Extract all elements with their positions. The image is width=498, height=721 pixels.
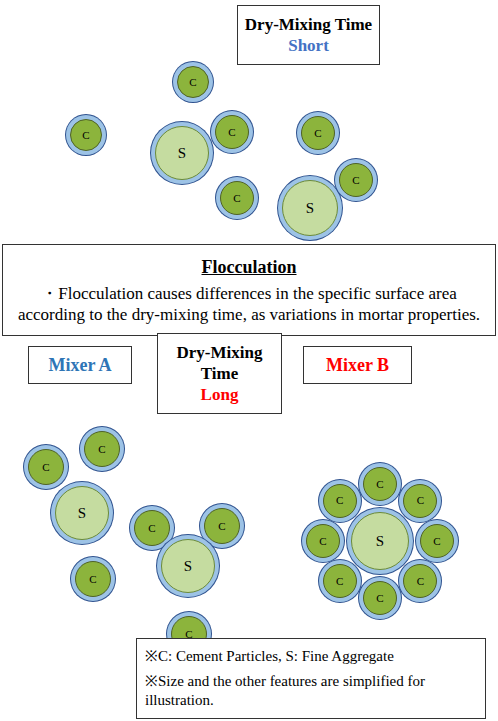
text-box: ※C: Cement Particles, S: Fine Aggregate ※… [136, 638, 486, 719]
particle-label: C [433, 536, 440, 547]
cement-particle: C [323, 564, 357, 598]
cement-particle: C [215, 115, 249, 149]
cement-particle: C [28, 449, 64, 485]
aggregate-particle: S [55, 486, 109, 540]
box-heading: ※C: Cement Particles, S: Fine Aggregate [145, 647, 477, 666]
particle-label: C [314, 128, 321, 139]
box-heading: Mixer B [308, 354, 407, 376]
box-text: Short [242, 35, 375, 56]
particle-label: S [306, 201, 314, 216]
aggregate-particle: S [282, 180, 338, 236]
particle-label: C [376, 593, 383, 604]
particle-label: C [89, 574, 96, 585]
aggregate-particle: S [351, 512, 409, 570]
box-text: ・Flocculation causes differences in the … [11, 283, 487, 325]
particle-label: C [82, 130, 89, 141]
particle-label: S [78, 506, 86, 521]
cement-particle: C [403, 564, 437, 598]
cement-particle: C [403, 484, 437, 518]
box-text: ※Size and the other features are simplif… [145, 672, 477, 710]
cement-particle: C [70, 119, 102, 151]
box-heading: Dry-Mixing Time [162, 342, 277, 384]
box-heading: Flocculation [11, 255, 487, 279]
particle-label: S [178, 146, 186, 161]
particle-label: C [319, 536, 326, 547]
aggregate-particle: S [161, 539, 215, 593]
particle-label: S [184, 559, 192, 574]
box-heading: Dry-Mixing Time [242, 14, 375, 35]
box-heading: Mixer A [33, 354, 127, 376]
cement-particle: C [363, 467, 397, 501]
cement-particle: C [84, 431, 120, 467]
particle-label: C [376, 479, 383, 490]
particle-label: C [42, 462, 49, 473]
particle-label: C [417, 495, 424, 506]
cement-particle: C [177, 66, 209, 98]
cement-particle: C [363, 581, 397, 615]
cement-particle: C [420, 524, 454, 558]
particle-label: S [376, 534, 384, 549]
text-box: Dry-Mixing TimeShort [237, 5, 380, 65]
particle-label: C [98, 444, 105, 455]
text-box: Mixer B [303, 346, 412, 384]
particle-label: C [336, 576, 343, 587]
particle-label: C [233, 193, 240, 204]
text-box: Mixer A [28, 346, 132, 384]
cement-particle: C [204, 508, 240, 544]
text-box: Flocculation ・Flocculation causes differe… [2, 244, 496, 336]
particle-label: C [218, 521, 225, 532]
cement-particle: C [301, 116, 335, 150]
aggregate-particle: S [155, 126, 209, 180]
cement-particle: C [339, 163, 373, 197]
cement-particle: C [323, 484, 357, 518]
cement-particle: C [220, 181, 254, 215]
particle-label: C [336, 495, 343, 506]
particle-label: C [148, 523, 155, 534]
cement-particle: C [306, 524, 340, 558]
box-text: Long [162, 384, 277, 405]
text-box: Dry-Mixing TimeLong [157, 333, 282, 414]
cement-particle: C [75, 561, 111, 597]
particle-label: C [417, 576, 424, 587]
particle-label: C [228, 127, 235, 138]
particle-label: C [189, 77, 196, 88]
particle-label: C [352, 175, 359, 186]
cement-particle: C [134, 510, 170, 546]
